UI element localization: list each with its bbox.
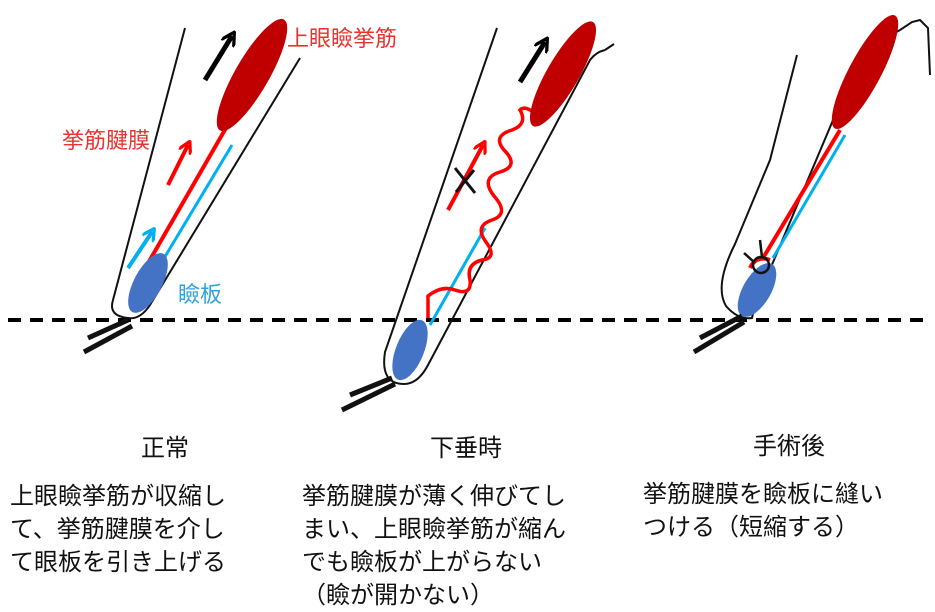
panel-normal-title: 正常 — [141, 434, 189, 462]
conjunctiva-line — [158, 144, 234, 266]
suture-thread — [743, 239, 764, 263]
description-line: まい、上眼瞼挙筋が縮ん — [302, 515, 566, 543]
levator-muscle — [831, 14, 899, 130]
tarsus-plate — [128, 253, 168, 313]
label-levator-muscle: 上眼瞼挙筋 — [287, 27, 397, 52]
description-line: 挙筋腱膜が薄く伸びてし — [302, 482, 566, 510]
label-tarsus: 瞼板 — [178, 283, 222, 308]
panel-ptosis-title: 下垂時 — [430, 434, 502, 462]
panel-normal-description: 上眼瞼挙筋が収縮し て、挙筋腱膜を介し て眼板を引き上げる — [10, 480, 226, 579]
red-up-arrow — [446, 145, 483, 211]
eyelid-outline-upper — [604, 43, 615, 51]
tarsus-plate — [392, 319, 428, 381]
aponeurosis-line — [145, 127, 228, 266]
conjunctiva-line — [771, 134, 847, 259]
panel-ptosis-diagram — [340, 21, 615, 413]
description-line: て、挙筋腱膜を介し — [10, 515, 225, 543]
description-line: 挙筋腱膜を瞼板に縫い — [643, 480, 883, 508]
blocked-x-mark — [453, 167, 477, 194]
panel-surgery-diagram — [692, 14, 931, 355]
black-up-arrow — [517, 42, 545, 84]
tarsus-plate — [737, 263, 777, 317]
panel-ptosis-description: 挙筋腱膜が薄く伸びてし まい、上眼瞼挙筋が縮ん でも瞼板が上がらない （瞼が開か… — [302, 480, 566, 612]
levator-muscle — [216, 18, 288, 132]
eyelid-outline — [383, 27, 606, 386]
blue-up-arrow — [126, 232, 152, 270]
stretched-aponeurosis — [426, 106, 542, 318]
conjunctiva-line — [428, 227, 487, 326]
panel-normal-diagram: 上眼瞼挙筋 挙筋腱膜 瞼板 — [62, 18, 397, 355]
eyelashes — [340, 375, 397, 413]
levator-muscle — [529, 21, 597, 127]
eyelashes — [692, 313, 746, 355]
label-aponeurosis: 挙筋腱膜 — [62, 129, 150, 154]
description-line: でも瞼板が上がらない — [302, 548, 542, 576]
panel-surgery-description: 挙筋腱膜を瞼板に縫い つける（短縮する） — [643, 478, 883, 544]
description-line: つける（短縮する） — [643, 513, 859, 541]
aponeurosis-line — [761, 128, 842, 260]
black-up-arrow — [202, 36, 232, 82]
red-up-arrow — [166, 145, 188, 186]
eyelid-outline — [111, 27, 301, 320]
eyelashes — [82, 317, 134, 355]
description-line: 上眼瞼挙筋が収縮し — [10, 482, 226, 510]
panel-surgery-title: 手術後 — [753, 432, 825, 460]
description-line: （瞼が開かない） — [302, 581, 494, 609]
description-line: て眼板を引き上げる — [10, 548, 226, 576]
